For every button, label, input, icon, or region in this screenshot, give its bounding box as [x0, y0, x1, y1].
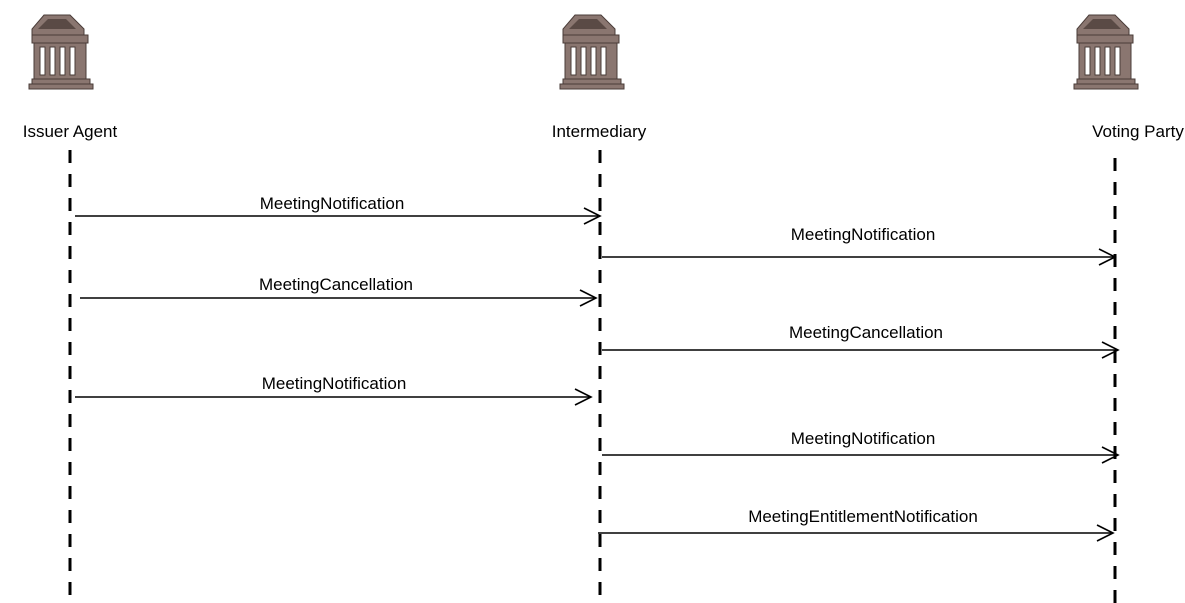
message-6: MeetingNotification	[602, 429, 1120, 464]
actor-label: Intermediary	[552, 122, 647, 141]
arrowhead-icon	[1101, 446, 1120, 464]
message-3: MeetingCancellation	[80, 275, 598, 307]
message-label: MeetingNotification	[791, 225, 936, 244]
arrowhead-icon	[579, 289, 598, 307]
arrowhead-icon	[583, 207, 602, 225]
arrowhead-icon	[574, 388, 593, 406]
actor-label: Voting Party	[1092, 122, 1184, 141]
message-label: MeetingCancellation	[259, 275, 413, 294]
arrowhead-icon	[1096, 524, 1115, 542]
actor-label: Issuer Agent	[23, 122, 118, 141]
message-5: MeetingNotification	[75, 374, 593, 406]
message-4: MeetingCancellation	[602, 323, 1120, 359]
bank-building-icon	[28, 14, 94, 90]
message-label: MeetingEntitlementNotification	[748, 507, 978, 526]
arrowhead-icon	[1101, 341, 1120, 359]
bank-building-icon	[1073, 14, 1139, 90]
actor-issuer-agent: Issuer Agent	[23, 14, 118, 603]
message-label: MeetingNotification	[260, 194, 405, 213]
message-2: MeetingNotification	[602, 225, 1117, 266]
message-label: MeetingNotification	[262, 374, 407, 393]
message-label: MeetingNotification	[791, 429, 936, 448]
arrowhead-icon	[1098, 248, 1117, 266]
message-label: MeetingCancellation	[789, 323, 943, 342]
actor-intermediary: Intermediary	[552, 14, 647, 603]
message-7: MeetingEntitlementNotification	[598, 507, 1115, 542]
message-1: MeetingNotification	[75, 194, 602, 225]
actor-voting-party: Voting Party	[1073, 14, 1184, 603]
bank-building-icon	[559, 14, 625, 90]
